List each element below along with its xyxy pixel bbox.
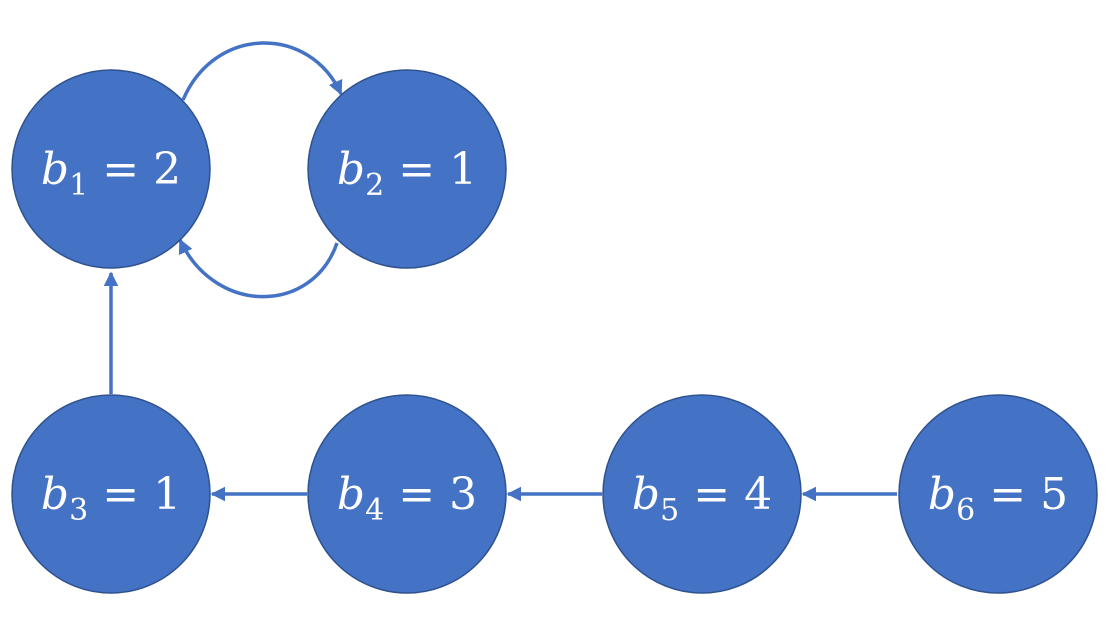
node-b2: b2=1 [307, 69, 507, 269]
node-b3-label: b3=1 [41, 469, 181, 528]
edge-b1-to-b2 [181, 41, 343, 101]
edge-b2-to-b1 [178, 238, 339, 299]
node-b3: b3=1 [11, 394, 211, 594]
node-b2-label: b2=1 [337, 144, 477, 203]
node-b4: b4=3 [307, 394, 507, 594]
node-b6-label: b6=5 [928, 469, 1068, 528]
node-b1: b1=2 [11, 69, 211, 269]
node-b6: b6=5 [898, 394, 1098, 594]
node-b5: b5=4 [602, 394, 802, 594]
node-b5-circle [602, 394, 802, 594]
node-b3-circle [11, 394, 211, 594]
node-b1-label: b1=2 [41, 144, 181, 203]
node-b6-circle [898, 394, 1098, 594]
node-b4-label: b4=3 [337, 469, 477, 528]
node-b4-circle [307, 394, 507, 594]
node-b1-circle [11, 69, 211, 269]
node-b5-label: b5=4 [632, 469, 772, 528]
node-b2-circle [307, 69, 507, 269]
